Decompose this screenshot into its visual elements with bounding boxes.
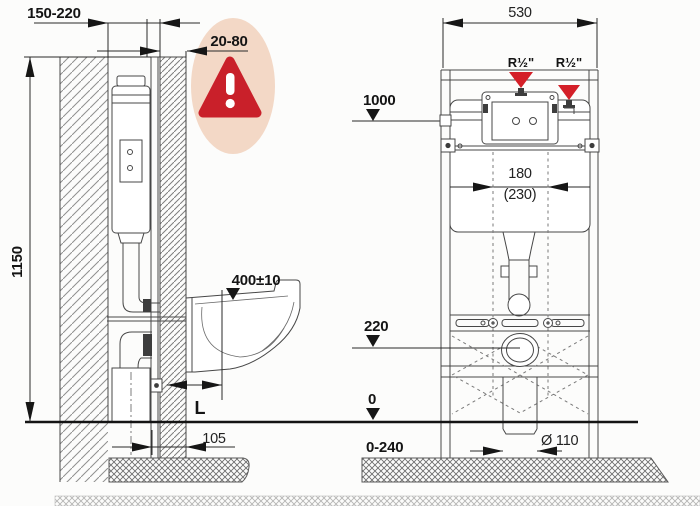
dim-floor-level-label: 0 [368,391,376,408]
dim-frame-height-label: 1150 [9,246,26,278]
dim-supply-height-label: 1000 [363,92,396,109]
dim-frame-height: 1150 [9,56,151,422]
floor-slab-right [361,457,669,483]
dim-outlet-height: 220 [352,318,520,349]
dim-drain-diameter: Ø 110 [470,433,579,456]
cistern-side [111,75,151,234]
finish-wall-layer [159,56,187,458]
water-connection-right: R½" [556,55,582,114]
warning-badge [191,18,275,154]
dim-leg-adjust-label: 0-240 [366,439,403,456]
structural-wall [59,56,109,482]
water-connection-right-label: R½" [556,55,582,70]
dim-leg-adjust: 0-240 [366,439,404,456]
toilet-bowl [185,279,301,373]
drain-pipe-front [502,377,538,435]
dim-bowl-height-label: 400±10 [232,272,281,289]
dim-frame-width: 530 [442,5,598,68]
water-connection-left: R½" [508,55,534,96]
drain-outlet [501,333,539,367]
water-connection-left-label: R½" [508,55,534,70]
floor-slab-left [108,457,250,483]
ground-strip [54,495,700,506]
dim-outlet-length-label: L [195,398,206,418]
dim-foot-offset-label: 105 [202,431,226,447]
dim-bolt-spacing-alt-label: (230) [504,187,537,203]
dim-outlet-length: L [167,290,223,418]
water-connection-icon [509,72,533,96]
dim-finish-layer-label: 20-80 [210,33,247,50]
dim-wall-to-frame: 150-220 [27,5,200,58]
warning-icon [198,56,262,118]
flush-pipe-front [500,231,538,317]
fixing-bar [450,314,590,332]
dim-floor-level: 0 [366,391,380,420]
dim-bolt-spacing-label: 180 [508,166,532,182]
dim-bowl-height: 400±10 [226,272,281,300]
dim-wall-to-frame-label: 150-220 [27,5,81,22]
cistern-front [440,91,600,233]
dim-supply-height: 1000 [352,92,452,127]
front-view [361,69,669,483]
side-view [24,56,301,483]
adjustable-outlet-dashes [450,335,590,415]
dim-finish-layer: 20-80 [97,33,248,58]
dim-drain-diameter-label: Ø 110 [541,433,579,449]
dim-outlet-height-label: 220 [364,318,388,335]
water-connection-icon [558,85,580,114]
dim-foot-offset: 105 [112,430,235,455]
dim-frame-width-label: 530 [508,5,532,21]
flush-pipe-side [107,232,225,455]
dim-bolt-spacing: 180 (230) [450,152,590,397]
